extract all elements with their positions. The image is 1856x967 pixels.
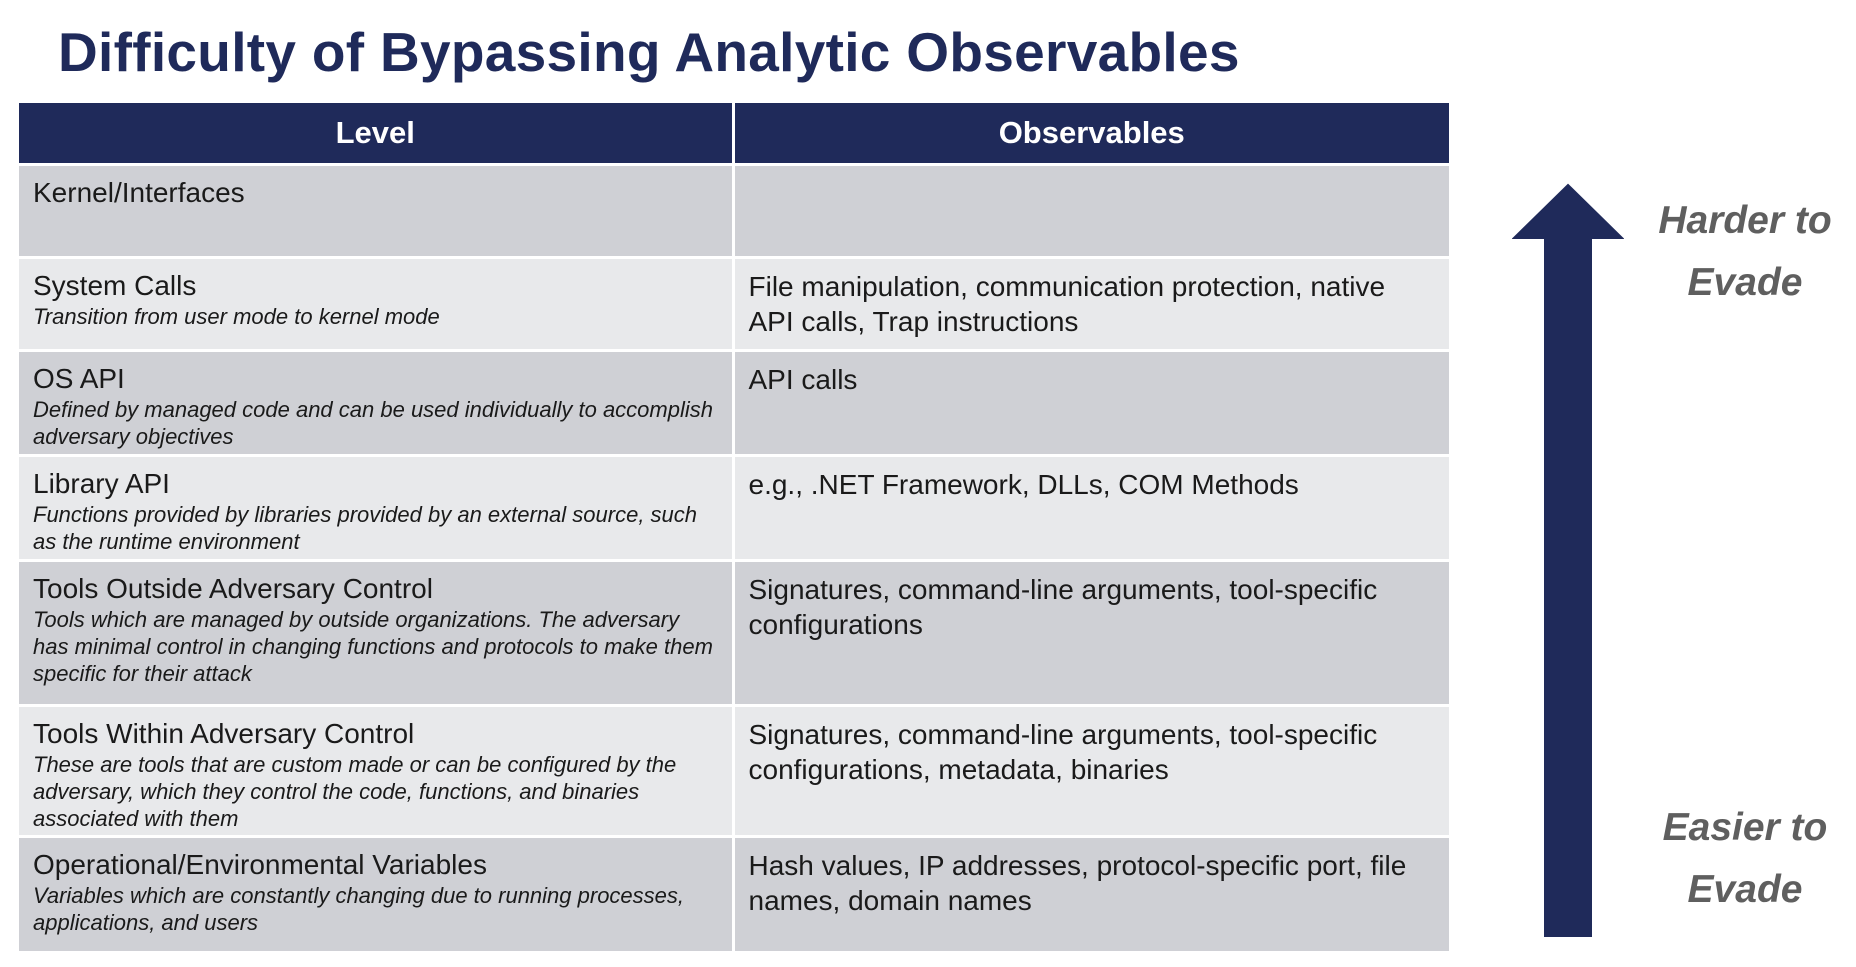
harder-to-evade-line1: Harder to — [1658, 199, 1832, 242]
up-arrow-shape — [1512, 183, 1624, 937]
level-cell: Tools Outside Adversary Control Tools wh… — [19, 560, 735, 707]
observables-text: Hash values, IP addresses, protocol-spec… — [748, 850, 1407, 916]
level-cell: Kernel/Interfaces — [19, 164, 735, 259]
observables-text: e.g., .NET Framework, DLLs, COM Methods — [748, 469, 1299, 500]
table-row: Operational/Environmental Variables Vari… — [19, 836, 1449, 954]
observables-cell: Hash values, IP addresses, protocol-spec… — [733, 836, 1449, 954]
level-cell: Tools Within Adversary Control These are… — [19, 705, 735, 838]
up-arrow-icon — [1512, 183, 1624, 937]
page-title: Difficulty of Bypassing Analytic Observa… — [58, 21, 1240, 83]
level-cell: System Calls Transition from user mode t… — [19, 257, 735, 352]
observables-text: API calls — [748, 364, 858, 395]
level-cell: Operational/Environmental Variables Vari… — [19, 836, 735, 954]
observables-table: Level Observables Kernel/Interfaces Syst… — [19, 103, 1449, 954]
harder-to-evade-line2: Evade — [1687, 261, 1803, 304]
level-cell: Library API Functions provided by librar… — [19, 455, 735, 562]
level-description: Variables which are constantly changing … — [33, 883, 685, 935]
column-header-observables: Observables — [733, 103, 1449, 166]
level-description: Transition from user mode to kernel mode — [33, 304, 440, 329]
observables-text: File manipulation, communication protect… — [748, 271, 1386, 337]
level-name: Kernel/Interfaces — [33, 177, 245, 208]
level-name: Library API — [33, 468, 170, 499]
level-description: Functions provided by libraries provided… — [33, 502, 698, 554]
table-row: Library API Functions provided by librar… — [19, 455, 1449, 562]
level-name: System Calls — [33, 270, 197, 301]
table-header-row: Level Observables — [19, 103, 1449, 166]
level-name: Tools Within Adversary Control — [33, 718, 415, 749]
level-name: Tools Outside Adversary Control — [33, 573, 433, 604]
table-row: Tools Outside Adversary Control Tools wh… — [19, 560, 1449, 707]
column-header-level: Level — [19, 103, 735, 166]
observables-cell: File manipulation, communication protect… — [733, 257, 1449, 352]
observables-cell: Signatures, command-line arguments, tool… — [733, 560, 1449, 707]
level-cell: OS API Defined by managed code and can b… — [19, 350, 735, 457]
level-description: These are tools that are custom made or … — [33, 752, 677, 831]
table-row: Tools Within Adversary Control These are… — [19, 705, 1449, 838]
observables-text: Signatures, command-line arguments, tool… — [748, 574, 1378, 640]
observables-cell: API calls — [733, 350, 1449, 457]
observables-cell — [733, 164, 1449, 259]
harder-to-evade-label: Harder to Evade — [1640, 190, 1850, 314]
easier-to-evade-label: Easier to Evade — [1640, 797, 1850, 921]
level-name: OS API — [33, 363, 125, 394]
level-description: Tools which are managed by outside organ… — [33, 607, 713, 686]
observables-text: Signatures, command-line arguments, tool… — [748, 719, 1378, 785]
observables-cell: e.g., .NET Framework, DLLs, COM Methods — [733, 455, 1449, 562]
table-row: Kernel/Interfaces — [19, 164, 1449, 259]
table-row: OS API Defined by managed code and can b… — [19, 350, 1449, 457]
table-row: System Calls Transition from user mode t… — [19, 257, 1449, 352]
level-name: Operational/Environmental Variables — [33, 849, 487, 880]
easier-to-evade-line2: Evade — [1687, 868, 1803, 911]
level-description: Defined by managed code and can be used … — [33, 397, 713, 449]
easier-to-evade-line1: Easier to — [1662, 806, 1828, 849]
observables-cell: Signatures, command-line arguments, tool… — [733, 705, 1449, 838]
